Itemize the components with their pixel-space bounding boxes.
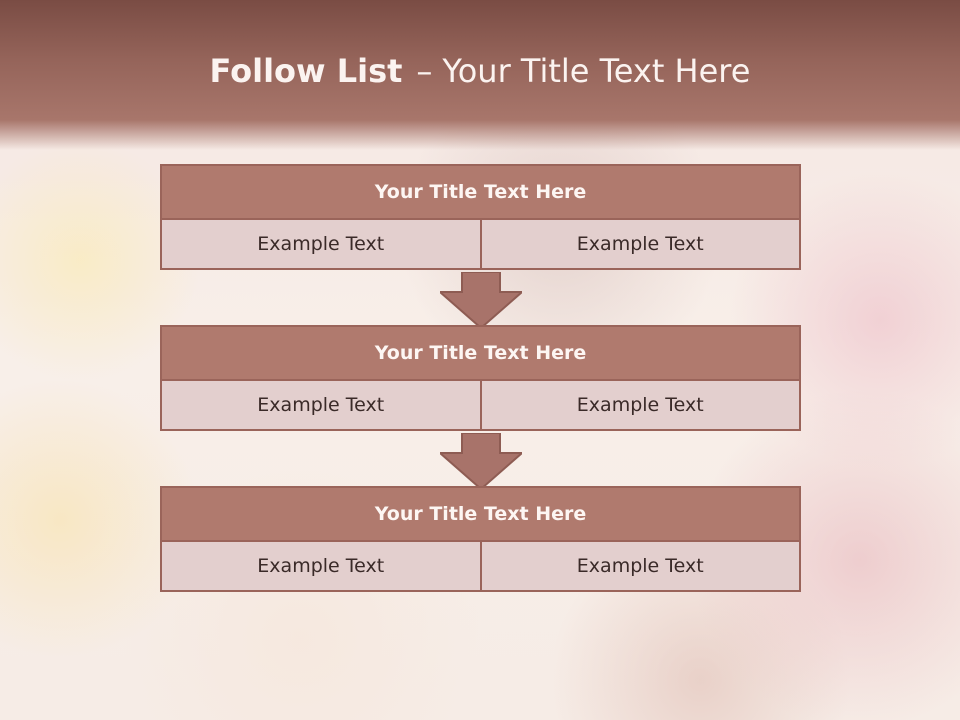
block-cell-right: Example Text bbox=[481, 381, 801, 431]
down-arrow-icon bbox=[440, 433, 522, 489]
block-title: Your Title Text Here bbox=[160, 486, 801, 542]
block-title: Your Title Text Here bbox=[160, 164, 801, 220]
slide-title-separator: – bbox=[416, 52, 433, 90]
block-row: Example Text Example Text bbox=[160, 542, 801, 592]
title-bar bbox=[0, 0, 960, 150]
down-arrow-icon bbox=[440, 272, 522, 328]
list-block-1: Your Title Text Here Example Text Exampl… bbox=[160, 164, 801, 270]
list-block-3: Your Title Text Here Example Text Exampl… bbox=[160, 486, 801, 592]
block-cell-right: Example Text bbox=[481, 220, 801, 270]
block-cell-left: Example Text bbox=[160, 220, 482, 270]
block-cell-left: Example Text bbox=[160, 381, 482, 431]
slide-title: Follow List–Your Title Text Here bbox=[0, 52, 960, 90]
block-cell-right: Example Text bbox=[481, 542, 801, 592]
block-title: Your Title Text Here bbox=[160, 325, 801, 381]
slide-title-bold: Follow List bbox=[209, 52, 403, 90]
block-row: Example Text Example Text bbox=[160, 381, 801, 431]
block-row: Example Text Example Text bbox=[160, 220, 801, 270]
list-block-2: Your Title Text Here Example Text Exampl… bbox=[160, 325, 801, 431]
slide-title-rest: Your Title Text Here bbox=[442, 52, 751, 90]
block-cell-left: Example Text bbox=[160, 542, 482, 592]
